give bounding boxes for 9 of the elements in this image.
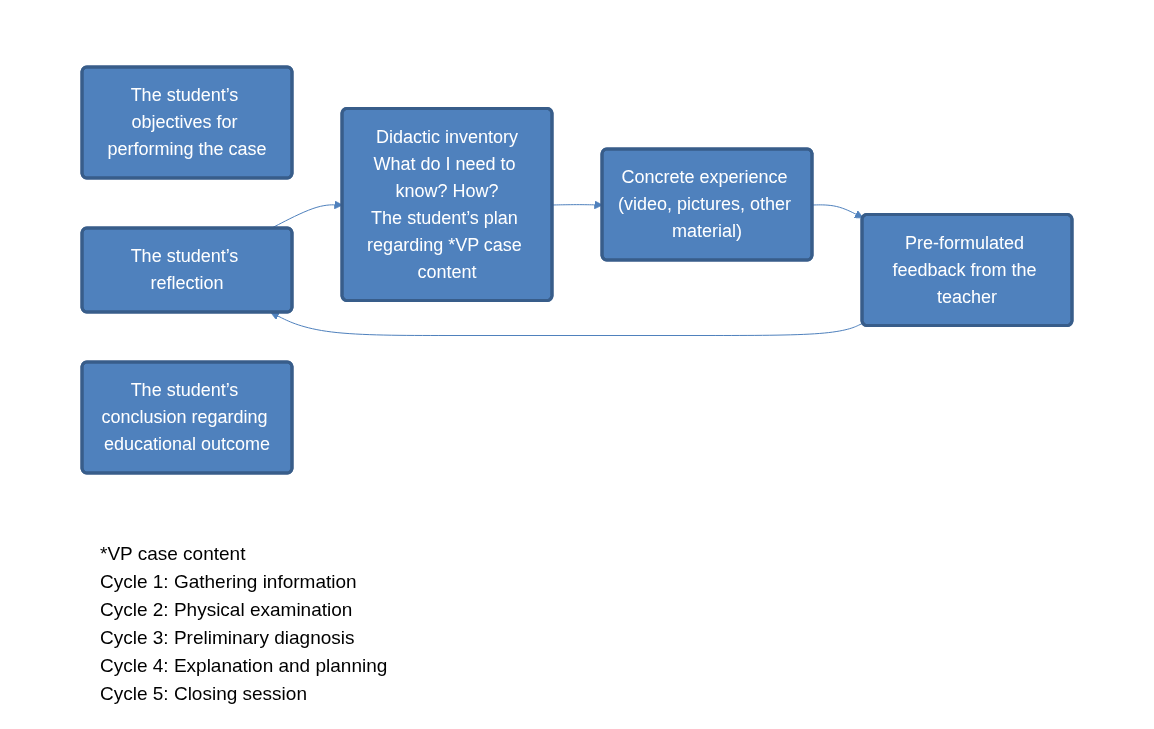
arrow bbox=[552, 200, 603, 210]
note-text: Cycle 4: Explanation and planning bbox=[100, 654, 388, 678]
note-text: Cycle 3: Preliminary diagnosis bbox=[100, 626, 355, 650]
arrow bbox=[812, 204, 864, 219]
note-text: *VP case content bbox=[100, 542, 246, 566]
arrow bbox=[270, 312, 864, 336]
note-text: Cycle 2: Physical examination bbox=[100, 598, 353, 622]
note-text: Cycle 5: Closing session bbox=[100, 682, 307, 706]
note-text: Cycle 1: Gathering information bbox=[100, 570, 357, 594]
